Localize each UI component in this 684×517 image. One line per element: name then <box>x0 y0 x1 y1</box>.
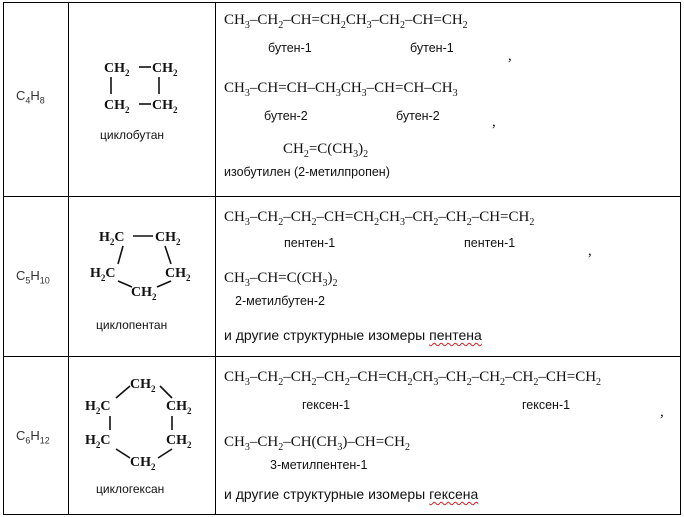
isobutylene-label: изобутилен (2-метилпропен) <box>224 165 390 179</box>
molecular-formula-c5h10: C5H10 <box>16 268 50 286</box>
separator-comma: , <box>492 114 496 130</box>
svg-text:CH2: CH2 <box>166 433 192 450</box>
separator-comma: , <box>660 404 664 420</box>
spellcheck-word: пентена <box>429 327 482 343</box>
svg-text:CH2: CH2 <box>152 98 178 115</box>
butene-1-label: бутен-1 <box>410 41 454 55</box>
row-divider-2 <box>3 356 681 357</box>
butene-2-label: бутен-2 <box>396 109 440 123</box>
cyclobutane-structure: CH2 CH2 CH2 CH2 <box>104 61 178 115</box>
cyclohexane-structure: CH2 H2C CH2 H2C CH2 CH2 <box>85 377 192 472</box>
svg-text:CH2: CH2 <box>165 266 191 283</box>
svg-text:H2C: H2C <box>90 266 116 283</box>
pentene-1-label: пентен-1 <box>284 236 336 250</box>
pentene-1-formula: CH3–CH2–CH2–CH=CH2CH3–CH2–CH2–CH=CH2 <box>224 209 535 228</box>
molecular-formula-c4h8: C4H8 <box>16 88 45 106</box>
cyclohexane-name: циклогексан <box>96 482 165 496</box>
hexene-1-formula: CH3–CH2–CH2–CH2–CH=CH2CH3–CH2–CH2–CH2–CH… <box>224 369 602 388</box>
butene-2-formula: CH3–CH=CH–CH3CH3–CH=CH–CH3 <box>224 80 458 99</box>
3-methylpentene-1-label: 3-метилпентен-1 <box>270 458 368 472</box>
butene-2-label: бутен-2 <box>264 109 308 123</box>
svg-text:CH2: CH2 <box>131 285 157 302</box>
table-divider-2 <box>215 2 216 515</box>
svg-text:CH2: CH2 <box>104 61 130 78</box>
pentene-isomers-note: и другие структурные изомеры пентена <box>224 327 482 343</box>
cyclopentane-name: циклопентан <box>96 318 168 332</box>
svg-text:CH2: CH2 <box>155 230 181 247</box>
molecular-formula-c6h12: C6H12 <box>16 428 50 446</box>
hexene-isomers-note: и другие структурные изомеры гексена <box>224 486 479 502</box>
svg-text:H2C: H2C <box>85 433 111 450</box>
2-methylbutene-2-label: 2-метилбутен-2 <box>235 294 325 308</box>
2-methylbutene-2-formula: CH3–CH=C(CH3)2 <box>224 270 338 289</box>
svg-text:CH2: CH2 <box>152 61 178 78</box>
svg-text:H2C: H2C <box>99 230 125 247</box>
row-divider-1 <box>3 196 681 197</box>
separator-comma: , <box>508 48 512 64</box>
cyclobutane-name: циклобутан <box>100 128 165 142</box>
isobutylene-formula: CH2=C(CH3)2 <box>283 141 369 160</box>
table-divider-1 <box>68 2 69 515</box>
hexene-1-label: гексен-1 <box>302 398 351 412</box>
table-border-top <box>3 2 681 3</box>
hexene-1-label: гексен-1 <box>522 398 571 412</box>
butene-1-label: бутен-1 <box>268 41 312 55</box>
separator-comma: , <box>588 243 592 259</box>
svg-text:CH2: CH2 <box>104 98 130 115</box>
cyclopentane-structure: H2C CH2 H2C CH2 CH2 <box>90 230 191 302</box>
svg-text:CH2: CH2 <box>130 377 156 394</box>
table-border-bottom <box>3 514 681 515</box>
table-border-left <box>3 2 4 515</box>
pentene-1-label: пентен-1 <box>464 236 516 250</box>
spellcheck-word: гексена <box>429 486 479 502</box>
3-methylpentene-1-formula: CH3–CH2–CH(CH3)–CH=CH2 <box>224 434 410 453</box>
svg-text:H2C: H2C <box>85 399 111 416</box>
svg-text:CH2: CH2 <box>166 399 192 416</box>
svg-text:CH2: CH2 <box>130 455 156 472</box>
butene-1-formula: CH3–CH2–CH=CH2CH3–CH2–CH=CH2 <box>224 12 468 31</box>
table-border-right <box>680 2 681 515</box>
